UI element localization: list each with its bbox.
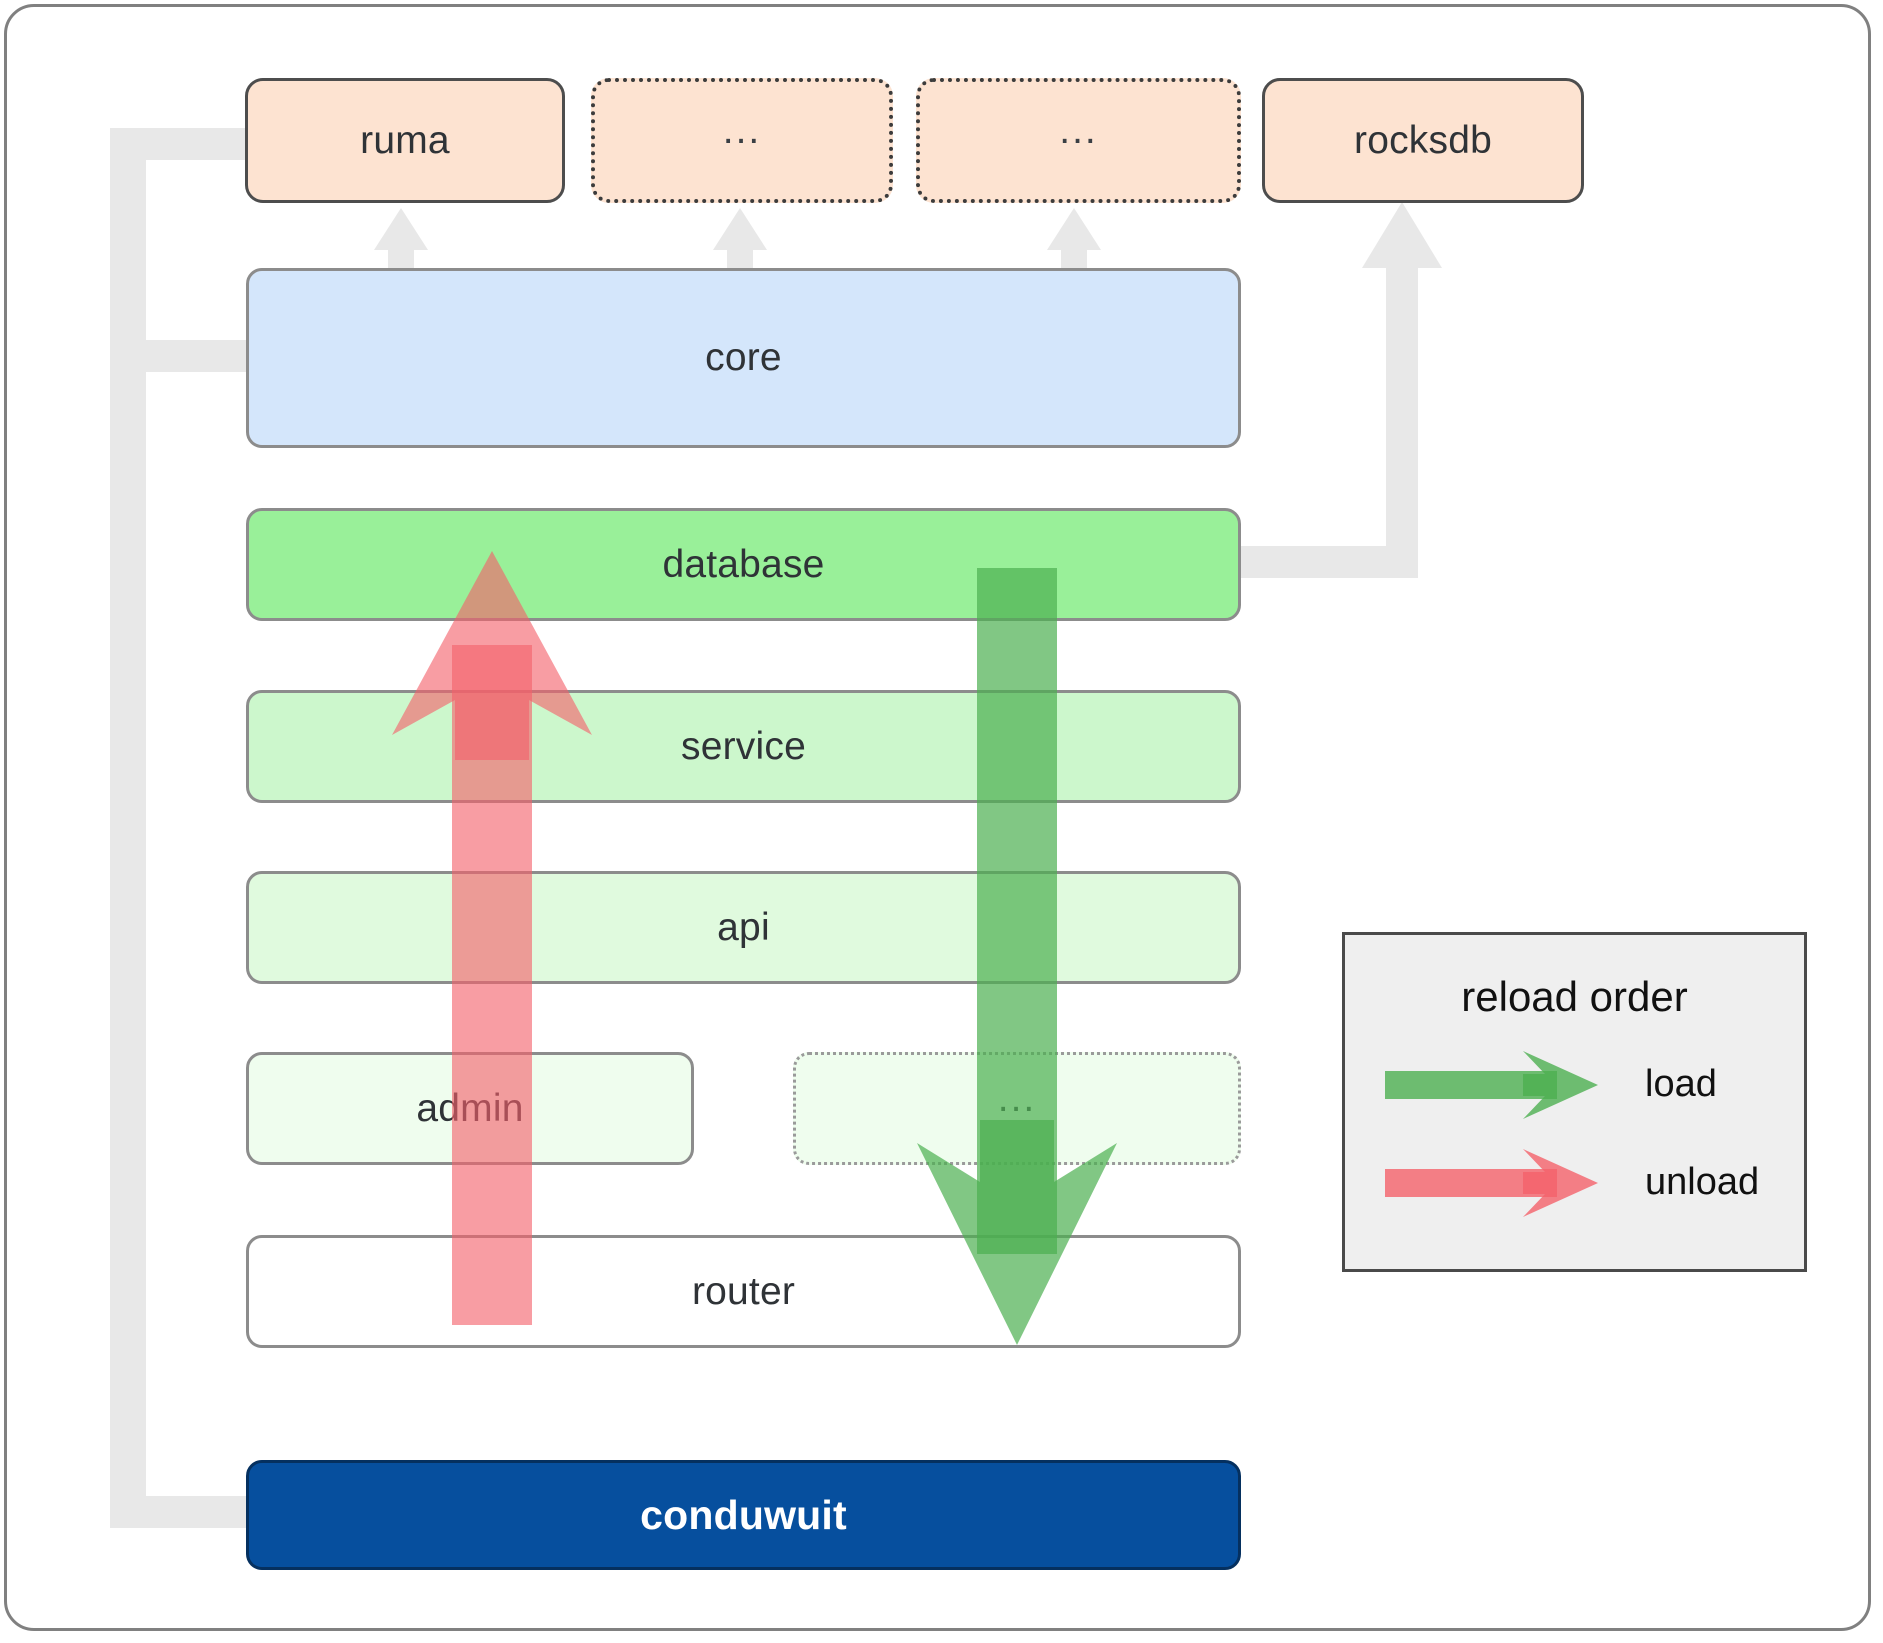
node-rocksdb[interactable]: rocksdb — [1262, 78, 1584, 203]
node-dep-b[interactable]: ... — [916, 78, 1241, 203]
legend-load-arrow-icon — [1385, 1051, 1598, 1119]
node-database[interactable]: database — [246, 508, 1241, 621]
node-more[interactable]: ... — [793, 1052, 1241, 1165]
node-admin-label: admin — [416, 1086, 524, 1130]
node-conduwuit[interactable]: conduwuit — [246, 1460, 1241, 1570]
node-more-label: ... — [997, 1076, 1037, 1120]
legend-title: reload order — [1461, 973, 1688, 1020]
node-conduwuit-label: conduwuit — [640, 1491, 847, 1538]
node-core-label: core — [705, 336, 782, 379]
legend-arrow-icons — [1385, 1051, 1598, 1217]
node-database-label: database — [662, 542, 825, 586]
node-ruma-label: ruma — [360, 118, 450, 162]
node-api[interactable]: api — [246, 871, 1241, 984]
legend-unload-arrow-icon — [1385, 1149, 1598, 1217]
node-dep-b-label: ... — [1059, 108, 1098, 152]
node-service[interactable]: service — [246, 690, 1241, 803]
node-dep-a[interactable]: ... — [591, 78, 893, 203]
node-api-label: api — [717, 905, 770, 949]
node-core[interactable]: core — [246, 268, 1241, 448]
legend-label-load: load — [1645, 1063, 1717, 1105]
node-router-label: router — [691, 1269, 796, 1313]
node-rocksdb-label: rocksdb — [1354, 118, 1492, 162]
node-dep-a-label: ... — [722, 108, 762, 152]
legend-label-unload: unload — [1645, 1161, 1760, 1203]
legend-panel: reload order load unload — [1342, 932, 1807, 1272]
node-service-label: service — [681, 724, 806, 768]
node-router[interactable]: router — [246, 1235, 1241, 1348]
node-admin[interactable]: admin — [246, 1052, 694, 1165]
node-ruma[interactable]: ruma — [245, 78, 565, 203]
diagram-frame — [4, 4, 1871, 1631]
